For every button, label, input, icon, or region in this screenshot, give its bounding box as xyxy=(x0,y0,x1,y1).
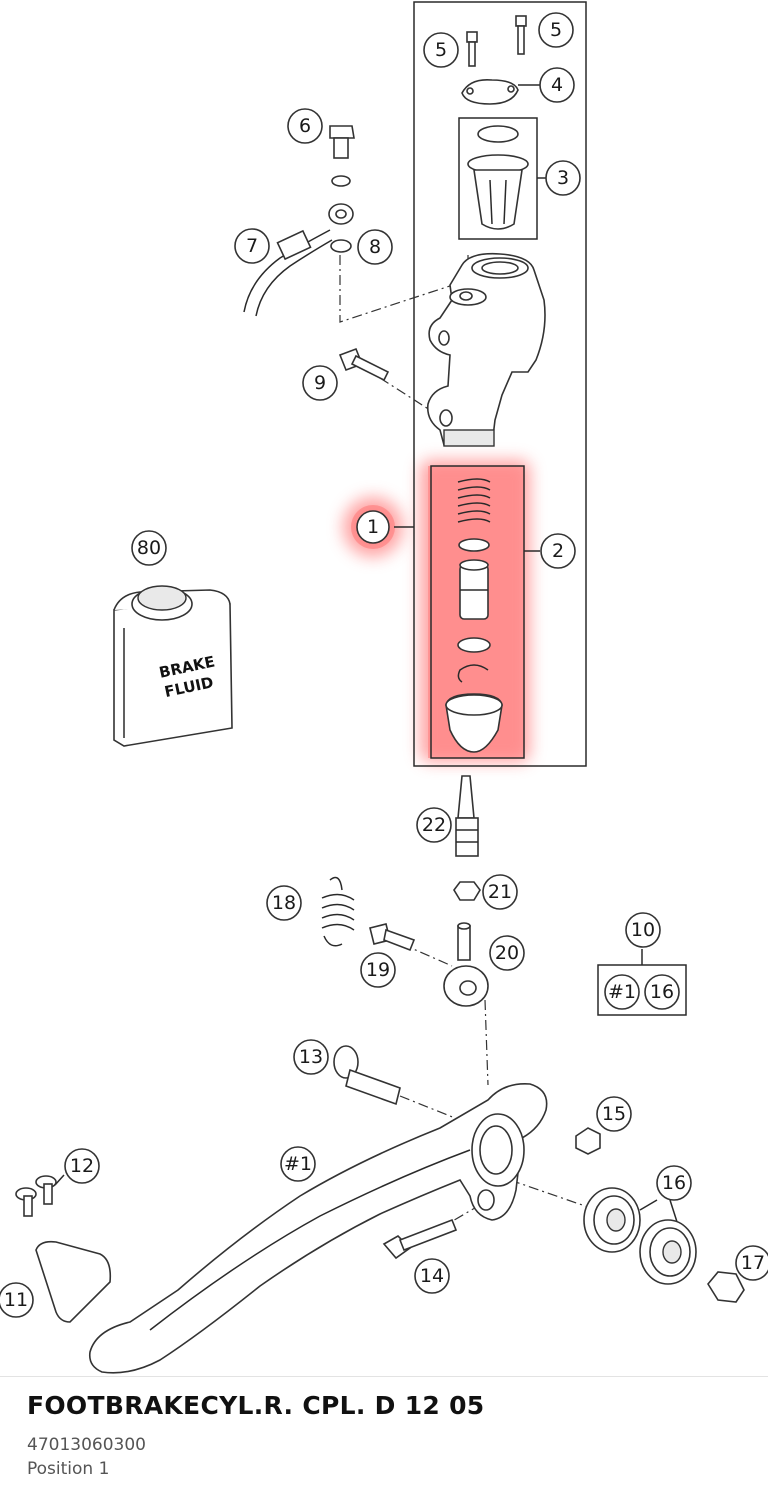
bushing-15-part xyxy=(575,1127,601,1155)
cylinder-body-part xyxy=(426,252,546,447)
callout-14[interactable]: 14 xyxy=(414,1258,450,1294)
callout-20-label: 20 xyxy=(495,942,519,964)
callout-21-label: 21 xyxy=(488,881,512,903)
callout-12[interactable]: 12 xyxy=(64,1148,100,1184)
callout-15-label: 15 xyxy=(602,1103,626,1125)
bolt-19-part xyxy=(369,923,416,952)
callout-6-label: 6 xyxy=(299,115,311,137)
callout-6[interactable]: 6 xyxy=(287,108,323,144)
callout-ref-1-pedal[interactable]: #1 xyxy=(280,1146,316,1182)
callout-11-label: 11 xyxy=(4,1289,28,1311)
bolt-14-part xyxy=(382,1218,458,1260)
assembly-box xyxy=(413,1,587,767)
callout-15[interactable]: 15 xyxy=(596,1096,632,1132)
washer-8-part xyxy=(330,239,352,253)
callout-1-label: 1 xyxy=(367,516,379,538)
highlight-glow xyxy=(343,460,530,762)
callout-8-label: 8 xyxy=(369,236,381,258)
callout-16[interactable]: 16 xyxy=(656,1165,692,1201)
callout-10[interactable]: 10 xyxy=(625,912,661,948)
callout-8[interactable]: 8 xyxy=(357,229,393,265)
callout-80[interactable]: 80 xyxy=(131,530,167,566)
part-name: FOOTBRAKECYL.R. CPL. D 12 05 xyxy=(27,1391,485,1420)
callout-22[interactable]: 22 xyxy=(416,807,452,843)
screw-5-parts xyxy=(466,15,527,67)
callout-16-kit[interactable]: 16 xyxy=(644,974,680,1010)
bolt-9-part xyxy=(338,347,390,382)
part-info-panel: FOOTBRAKECYL.R. CPL. D 12 05 47013060300… xyxy=(0,1376,768,1492)
push-rod-22-part xyxy=(455,775,479,857)
callout-18-label: 18 xyxy=(272,892,296,914)
part-number: 47013060300 xyxy=(27,1435,146,1455)
kit-10-box xyxy=(597,964,687,1016)
callout-10-label: 10 xyxy=(631,919,655,941)
callout-19[interactable]: 19 xyxy=(360,952,396,988)
callout-20[interactable]: 20 xyxy=(489,935,525,971)
part-position: Position 1 xyxy=(27,1459,110,1479)
callout-19-label: 19 xyxy=(366,959,390,981)
cover-4-part xyxy=(461,78,519,105)
callout-9-label: 9 xyxy=(314,372,326,394)
callout-14-label: 14 xyxy=(420,1265,444,1287)
part-2-box xyxy=(430,465,525,759)
brake-pedal-part xyxy=(88,1083,548,1374)
brake-fluid-80-part: BRAKE FLUID xyxy=(113,585,233,747)
callout-17-label: 17 xyxy=(741,1252,765,1274)
callout-5a-label: 5 xyxy=(435,39,447,61)
screw-12-parts xyxy=(15,1175,57,1217)
banjo-bolt-6-part xyxy=(329,125,355,187)
callout-4[interactable]: 4 xyxy=(539,67,575,103)
callout-16-kit-label: 16 xyxy=(650,981,674,1003)
callout-7-label: 7 xyxy=(246,235,258,257)
callout-22-label: 22 xyxy=(422,814,446,836)
spring-18-part xyxy=(321,876,355,947)
callout-5a[interactable]: 5 xyxy=(423,32,459,68)
callout-13[interactable]: 13 xyxy=(293,1039,329,1075)
callout-5b[interactable]: 5 xyxy=(538,12,574,48)
callout-21[interactable]: 21 xyxy=(482,874,518,910)
callout-17[interactable]: 17 xyxy=(735,1245,768,1281)
nut-17-part xyxy=(707,1271,745,1303)
callout-18[interactable]: 18 xyxy=(266,885,302,921)
callout-12-label: 12 xyxy=(70,1155,94,1177)
callout-ref-1-pedal-label: #1 xyxy=(284,1153,312,1175)
callout-13-label: 13 xyxy=(299,1046,323,1068)
callout-ref-1-kit-label: #1 xyxy=(608,981,636,1003)
callout-3[interactable]: 3 xyxy=(545,160,581,196)
callout-5b-label: 5 xyxy=(550,19,562,41)
callout-1[interactable]: 1 xyxy=(356,510,390,544)
bolt-13-part xyxy=(333,1045,401,1106)
bearing-16-parts xyxy=(583,1187,697,1285)
callout-2[interactable]: 2 xyxy=(540,533,576,569)
callout-9[interactable]: 9 xyxy=(302,365,338,401)
callout-4-label: 4 xyxy=(551,74,563,96)
callout-16-label: 16 xyxy=(662,1172,686,1194)
clevis-20-part xyxy=(443,922,489,1007)
callout-11[interactable]: 11 xyxy=(0,1282,34,1318)
brake-hose-7-part xyxy=(243,203,354,317)
callout-80-label: 80 xyxy=(137,537,161,559)
callout-ref-1-kit[interactable]: #1 xyxy=(604,974,640,1010)
diagram-svg: BRAKE FLUID xyxy=(0,1,768,1374)
piston-kit-2-part xyxy=(445,478,503,753)
exploded-parts-diagram: BRAKE FLUID xyxy=(0,1,768,1374)
callout-7[interactable]: 7 xyxy=(234,228,270,264)
step-plate-11-part xyxy=(35,1240,112,1323)
nut-21-part xyxy=(453,881,481,901)
callout-3-label: 3 xyxy=(557,167,569,189)
reservoir-insert-3-part xyxy=(467,125,529,230)
callout-2-label: 2 xyxy=(552,540,564,562)
